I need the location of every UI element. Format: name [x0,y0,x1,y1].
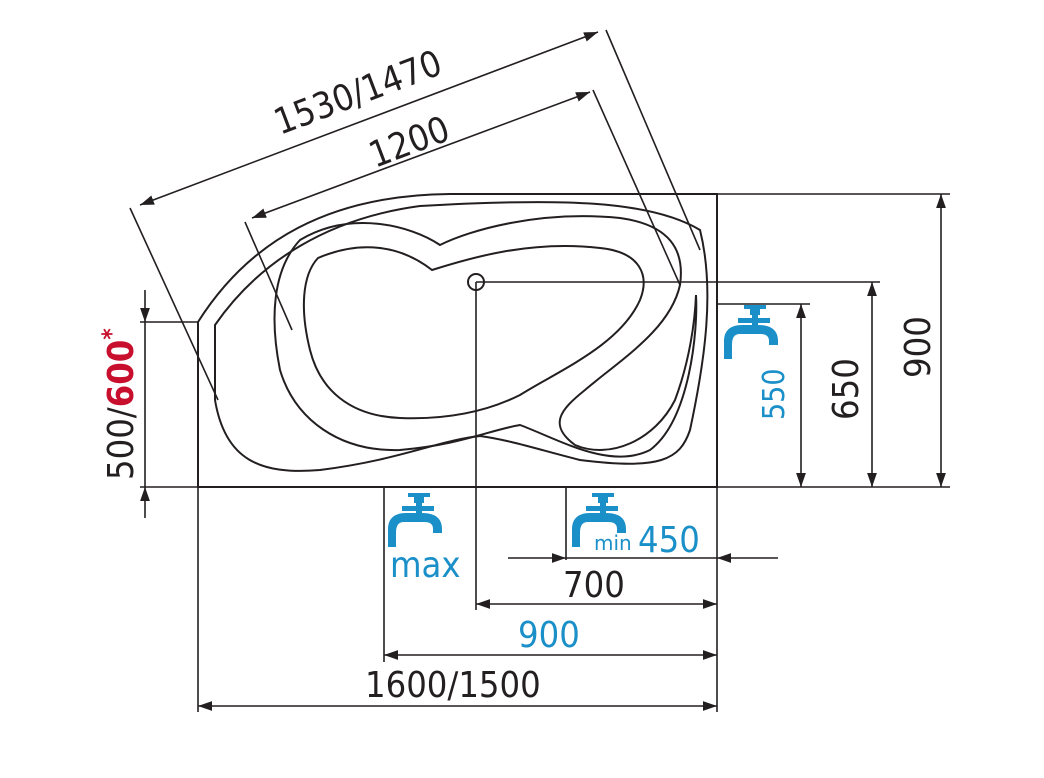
left-height-star: * [97,328,125,339]
drain-x-label: 700 [563,565,625,606]
tap-max-label: max [390,545,461,586]
tap-min-value-label: 450 [638,520,700,561]
left-height-alt: 600 [101,340,142,408]
tap-min-icon [572,493,626,547]
height-total-label: 900 [898,316,939,378]
drain-offset-label: 650 [826,358,867,420]
extension-lines [129,29,950,712]
dimension-lines [139,31,946,711]
tap-icon [724,305,778,359]
bathtub-outline [197,193,718,488]
left-height-prefix: 500/ [101,407,142,480]
tap-max-icon [388,493,442,547]
length-total-label: 1600/1500 [365,665,541,706]
tap-max-x-label: 900 [518,615,580,656]
tap-side-height-label: 550 [757,368,792,420]
left-height-label: 500/600* [97,328,142,480]
diag-inner-label: 1200 [364,109,456,176]
tap-min-label: min [594,531,632,555]
